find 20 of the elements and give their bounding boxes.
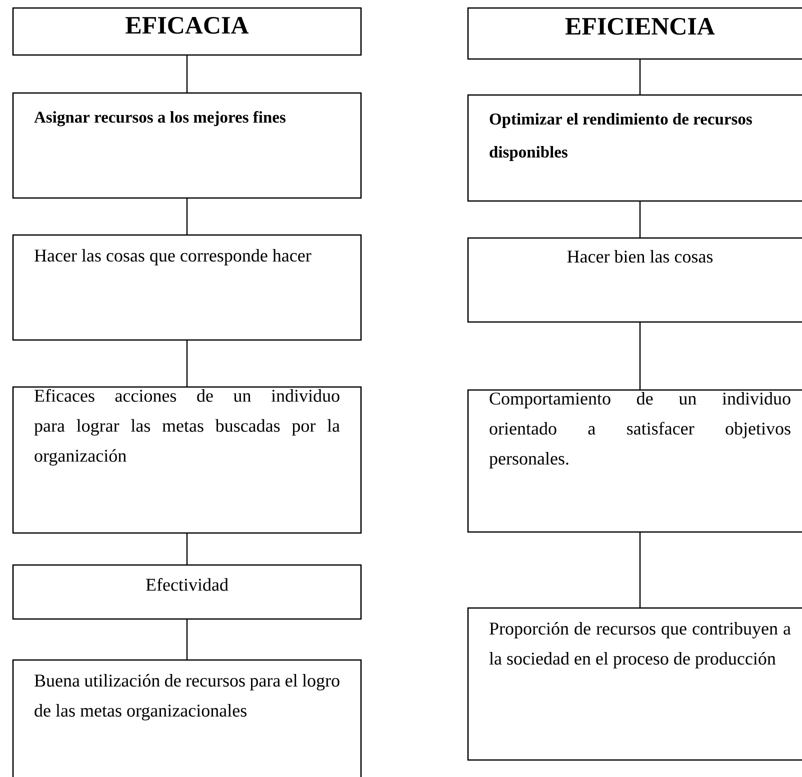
connector-line: [186, 619, 188, 660]
process-box: Eficaces acciones de un individuo para lograr las metas buscadas por la organización: [12, 386, 362, 534]
heading-box: EFICIENCIA: [467, 7, 802, 60]
connector-line: [186, 55, 188, 93]
process-box: Efectividad: [12, 564, 362, 620]
process-box: Proporción de recursos que contribuyen a la sociedad en el proceso de producción: [467, 607, 802, 761]
process-box: Asignar recursos a los mejores fines: [12, 92, 362, 199]
connector-line: [639, 59, 641, 95]
connector-line: [639, 201, 641, 238]
connector-line: [186, 198, 188, 235]
connector-line: [639, 532, 641, 608]
heading-box: EFICACIA: [12, 7, 362, 56]
process-box: Optimizar el rendimiento de recursos disponibles: [467, 94, 802, 202]
process-box: Buena utilización de recursos para el logro de las metas organizacionales: [12, 659, 362, 777]
process-box: Hacer bien las cosas: [467, 237, 802, 323]
connector-line: [186, 533, 188, 565]
connector-line: [186, 340, 188, 387]
process-box: Comportamiento de un individuo orientado a satisfacer objetivos personales.: [467, 389, 802, 533]
process-box: Hacer las cosas que corresponde hacer: [12, 234, 362, 341]
connector-line: [639, 322, 641, 390]
